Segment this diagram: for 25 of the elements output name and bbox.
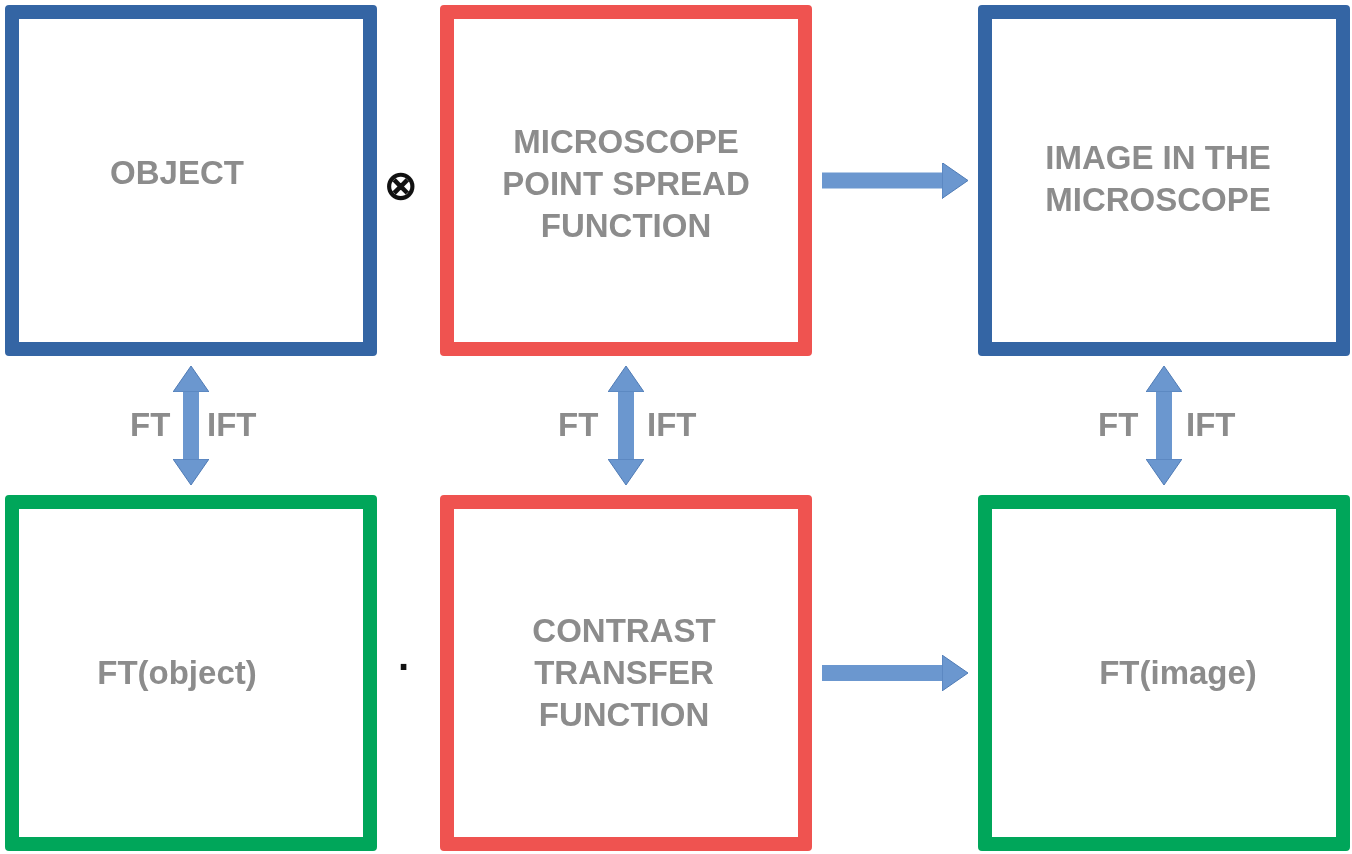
box-label: IMAGE IN THE MICROSCOPE [1044,137,1272,220]
transform-label: IFT [207,406,257,444]
text-box [5,5,377,356]
block-arrow [822,654,969,692]
transform-label: FT [130,406,171,444]
block-arrow [172,365,210,486]
transform-label: FT [558,406,599,444]
box-label: OBJECT [109,152,245,193]
block-arrow [822,162,969,199]
block-arrow [607,365,645,486]
transform-label: IFT [647,406,697,444]
text-box [5,495,377,851]
box-label: CONTRAST TRANSFER FUNCTION [531,611,717,735]
multiplication-symbol: · [398,648,412,686]
text-box [978,495,1350,851]
text-box [978,5,1350,356]
transform-label: FT [1098,406,1139,444]
box-label: FT(image) [1098,653,1258,693]
box-label: FT(object) [96,653,258,693]
convolution-symbol: ⊗ [384,166,418,204]
transform-label: IFT [1186,406,1236,444]
box-label: MICROSCOPE POINT SPREAD FUNCTION [501,121,751,246]
block-arrow [1145,365,1183,486]
text-box [440,5,812,356]
text-box [440,495,812,851]
